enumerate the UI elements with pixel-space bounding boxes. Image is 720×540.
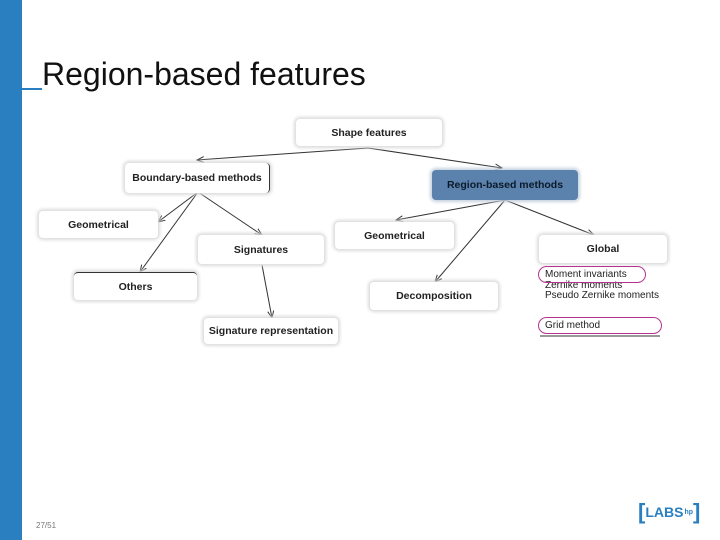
edge-region-decomposition xyxy=(435,199,506,282)
edge-boundary-others xyxy=(140,191,199,272)
labs-logo: [ LABS hp ] xyxy=(638,500,700,524)
node-others: Others xyxy=(74,272,197,300)
edge-shape-boundary xyxy=(197,147,369,160)
list-item: Moment invariants xyxy=(545,269,627,280)
node-shape-features: Shape features xyxy=(296,119,442,146)
node-signatures: Signatures xyxy=(198,235,324,264)
logo-text: LABS xyxy=(645,504,684,520)
highlight-circle-grid xyxy=(538,317,662,334)
title-rule xyxy=(22,88,42,90)
node-decomposition: Decomposition xyxy=(370,282,498,310)
list-item: Zernike moments xyxy=(545,279,623,291)
edge-region-global xyxy=(504,199,594,235)
edge-boundary-geometrical xyxy=(158,191,199,222)
global-methods-list: Moment invariants Zernike moments Pseudo… xyxy=(545,269,659,302)
node-region-methods: Region-based methods xyxy=(432,170,578,200)
left-accent-bar xyxy=(0,0,22,540)
logo-bracket-left: [ xyxy=(638,499,646,524)
edge-boundary-signatures xyxy=(197,191,262,235)
node-geometrical-region: Geometrical xyxy=(335,222,454,249)
node-geometrical-boundary: Geometrical xyxy=(39,211,158,238)
logo-bracket-right: ] xyxy=(693,499,701,524)
grid-method-label: Grid method xyxy=(545,320,601,331)
slide-title: Region-based features xyxy=(42,56,366,92)
edge-shape-region xyxy=(367,147,502,168)
list-item: Pseudo Zernike moments xyxy=(545,290,659,301)
edge-region-geometrical xyxy=(396,199,506,220)
highlight-circle-moments xyxy=(538,266,646,283)
logo-sup: hp xyxy=(684,508,694,516)
node-global: Global xyxy=(539,235,667,263)
node-signature-representation: Signature representation xyxy=(204,318,338,344)
page-number: 27/51 xyxy=(36,521,57,530)
edge-signatures-representation xyxy=(261,264,272,318)
node-boundary-methods: Boundary-based methods xyxy=(125,163,270,193)
